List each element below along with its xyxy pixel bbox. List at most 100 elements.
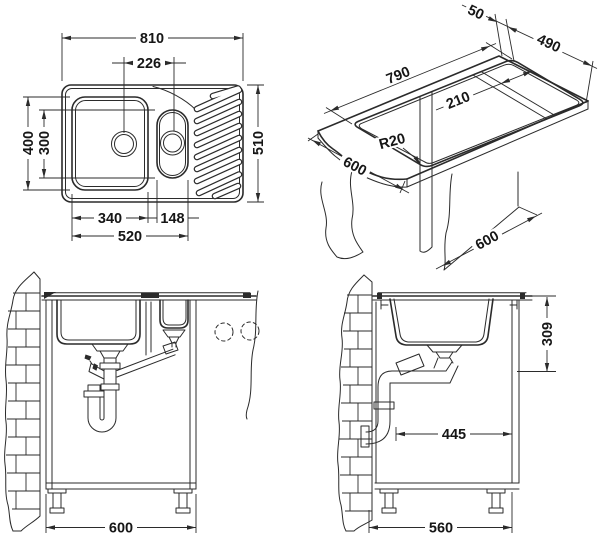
nozzle-lever: [84, 354, 92, 361]
brick-courses: [339, 294, 372, 512]
cabinet-sides: [375, 299, 520, 484]
ext-lines-790: [325, 42, 513, 125]
dim-226: 226: [112, 56, 186, 72]
arrowhead: [312, 140, 321, 147]
waste-pipe-side: [360, 353, 459, 448]
dim-label: 300: [37, 131, 53, 155]
ext-lines-600-worktop: [307, 133, 406, 194]
main-drain: [111, 131, 137, 157]
bowl-side-section: [389, 298, 494, 359]
main-bowl-front: [56, 299, 141, 345]
arrowhead: [234, 35, 243, 41]
side-elevation-view: 309 445 560: [337, 274, 556, 537]
arrowhead: [255, 85, 261, 94]
dim-label: 600: [109, 521, 133, 537]
cabinet-sides: [45, 299, 197, 490]
ext-lines-bottom: [71, 180, 189, 241]
arrowhead: [187, 525, 196, 530]
p-trap: [87, 396, 117, 433]
arrowhead: [544, 297, 550, 306]
wall-socket: [360, 425, 370, 448]
side-panel-knockouts: [214, 290, 260, 420]
deck-contour: [152, 86, 197, 111]
cabinet-bottom: [45, 482, 197, 490]
small-bowl-drain: [162, 329, 186, 348]
pipe-collar: [373, 401, 395, 410]
dim-300: 300: [37, 110, 53, 178]
arrowhead: [480, 46, 490, 52]
small-drain: [160, 130, 185, 156]
panel-break-edge: [245, 290, 259, 420]
arrowhead: [413, 156, 420, 165]
worktop-front: [41, 292, 257, 301]
arrowhead: [41, 169, 47, 178]
dim-label: 810: [140, 31, 164, 47]
ext-lines-810: [61, 33, 244, 81]
brick-joints: [349, 295, 359, 511]
dim-label: R20: [377, 131, 407, 153]
dim-340: 340: [72, 211, 148, 227]
dim-label: 400: [21, 131, 37, 155]
ext-line-600-cabinet: [518, 206, 538, 216]
dim-520: 520: [72, 229, 188, 245]
dim-560: 560: [368, 492, 513, 537]
overflow-pipe: [145, 301, 152, 356]
rim-section: [243, 293, 251, 298]
dim-400: 400: [21, 97, 37, 190]
plan-view: 810 226 400 300 510: [21, 31, 267, 245]
dim-445: 445: [395, 427, 512, 443]
arrowhead: [582, 60, 592, 66]
brick-joints: [15, 293, 27, 509]
appliance-nozzle: [88, 363, 105, 380]
cabinet-foot: [47, 488, 67, 514]
dim-810: 810: [62, 31, 243, 47]
dim-600-front: 600: [45, 494, 197, 537]
worktop-side: [372, 292, 556, 310]
knockout-hole: [240, 321, 260, 341]
cabinet-back-panel: [419, 91, 433, 253]
isometric-view: 790 50 490 210 R20 600: [307, 1, 598, 271]
small-bowl-plan: [156, 109, 189, 179]
arrowhead: [522, 71, 532, 77]
arrowhead: [369, 525, 378, 530]
arrowhead: [72, 233, 81, 239]
brick-wall: [337, 274, 373, 532]
arrowhead: [25, 97, 31, 106]
arrowhead: [503, 431, 512, 437]
dim-510: 510: [251, 85, 267, 202]
arrowhead: [124, 60, 133, 66]
sink-outer-rim: [61, 84, 244, 203]
dim-label: 520: [118, 229, 142, 245]
small-bowl-front: [159, 299, 189, 329]
dim-label: 340: [98, 211, 122, 227]
arrowhead: [503, 525, 512, 530]
arrowhead: [139, 215, 148, 221]
dim-label: 309: [540, 322, 556, 346]
arrowhead: [41, 110, 47, 119]
arrowhead: [46, 525, 55, 530]
trap-cap: [83, 390, 105, 398]
main-bowl-plan: [71, 96, 149, 191]
dim-label: 148: [160, 211, 184, 227]
dim-label: 510: [251, 131, 267, 155]
dim-label: 445: [442, 427, 466, 443]
cabinet-right-panel: [443, 171, 520, 271]
ext-lines-300: [39, 109, 155, 179]
pipe-nut: [395, 353, 425, 376]
counter-end-profile: [44, 292, 56, 299]
cabinet-left-break: [320, 170, 364, 260]
mounting-clips: [380, 299, 518, 310]
dim-50-490: 50 490: [461, 1, 598, 69]
drain-fitting: [426, 344, 463, 359]
dim-210: 210: [435, 70, 533, 113]
dim-label: 226: [137, 56, 161, 72]
knockout-hole: [214, 322, 234, 342]
cabinet-front: [45, 299, 197, 514]
connecting-pipe: [116, 348, 176, 378]
cabinet-foot: [173, 488, 193, 514]
cutout-divider: [472, 71, 556, 120]
worktop-thickness-front: [406, 108, 589, 188]
drain-trap-assembly: [83, 301, 186, 433]
